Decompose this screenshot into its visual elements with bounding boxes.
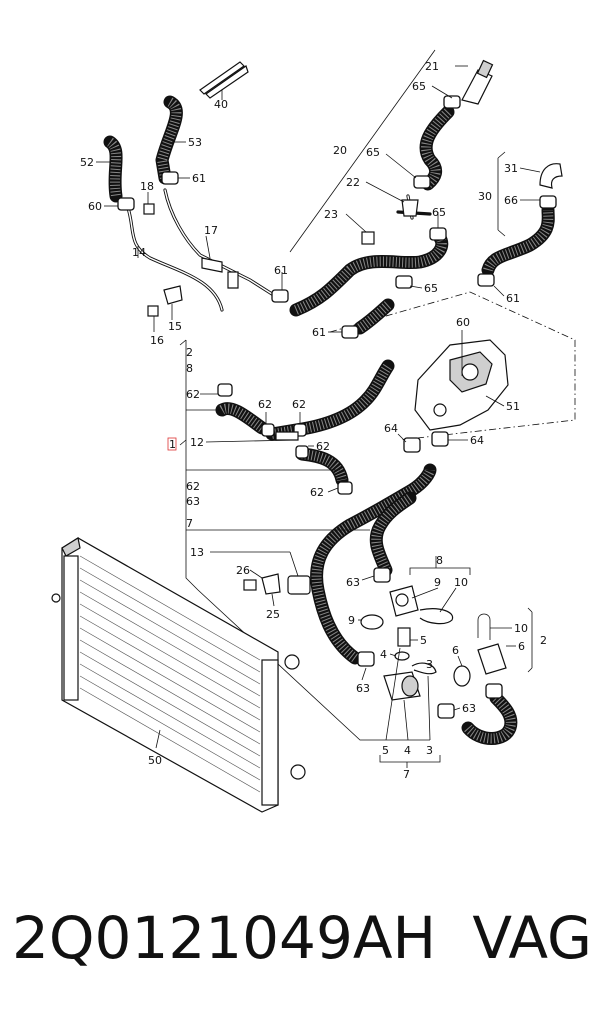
label-15: 15: [168, 320, 182, 333]
label-61: 61: [506, 292, 520, 305]
label-65: 65: [412, 80, 426, 93]
label-31: 31: [504, 162, 518, 175]
label-4: 4: [404, 744, 411, 757]
label-3: 3: [426, 744, 433, 757]
part-number: 2Q0121049AH: [12, 904, 437, 972]
label-62: 62: [258, 398, 272, 411]
label-5: 5: [420, 634, 427, 647]
label-53: 53: [188, 136, 202, 149]
label-17: 17: [204, 224, 218, 237]
label-3: 3: [426, 658, 433, 671]
leader-lines: [96, 65, 541, 749]
callout-labels: 1 2 8 62 12 62 63 7 13 40 53 61 52 18 60…: [80, 60, 547, 781]
label-12: 12: [190, 436, 204, 449]
brand-name: VAG: [472, 904, 592, 972]
label-22: 22: [346, 176, 360, 189]
label-64: 64: [384, 422, 398, 435]
label-26: 26: [236, 564, 250, 577]
cooling-system-exploded-diagram: 1 2 8 62 12 62 63 7 13 40 53 61 52 18 60…: [51, 49, 576, 813]
label-63: 63: [462, 702, 476, 715]
label-8: 8: [436, 554, 443, 567]
label-63: 63: [186, 495, 200, 508]
label-7: 7: [403, 768, 410, 781]
label-4: 4: [380, 648, 387, 661]
label-50: 50: [148, 754, 162, 767]
label-65: 65: [366, 146, 380, 159]
assembly-frames: [179, 49, 576, 768]
label-14: 14: [132, 246, 146, 259]
label-2: 2: [186, 346, 193, 359]
label-2: 2: [540, 634, 547, 647]
label-62: 62: [186, 480, 200, 493]
label-1: 1: [169, 438, 176, 451]
label-52: 52: [80, 156, 94, 169]
label-18: 18: [140, 180, 154, 193]
label-16: 16: [150, 334, 164, 347]
label-62: 62: [310, 486, 324, 499]
label-21: 21: [425, 60, 439, 73]
label-6: 6: [518, 640, 525, 653]
label-64: 64: [470, 434, 484, 447]
label-62: 62: [292, 398, 306, 411]
label-25: 25: [266, 608, 280, 621]
label-62: 62: [316, 440, 330, 453]
components: [117, 59, 563, 719]
label-61: 61: [274, 264, 288, 277]
label-60: 60: [88, 200, 102, 213]
label-66: 66: [504, 194, 518, 207]
label-5: 5: [382, 744, 389, 757]
label-7: 7: [186, 517, 193, 530]
label-10: 10: [454, 576, 468, 589]
label-61: 61: [312, 326, 326, 339]
label-60: 60: [456, 316, 470, 329]
radiator: [51, 537, 306, 813]
label-23: 23: [324, 208, 338, 221]
label-6: 6: [452, 644, 459, 657]
label-65: 65: [432, 206, 446, 219]
label-65: 65: [424, 282, 438, 295]
label-10: 10: [514, 622, 528, 635]
label-51: 51: [506, 400, 520, 413]
label-8: 8: [186, 362, 193, 375]
label-63: 63: [346, 576, 360, 589]
label-30: 30: [478, 190, 492, 203]
label-13: 13: [190, 546, 204, 559]
label-62: 62: [186, 388, 200, 401]
label-9: 9: [434, 576, 441, 589]
caption: 2Q0121049AH VAG: [12, 898, 592, 978]
label-63: 63: [356, 682, 370, 695]
label-61: 61: [192, 172, 206, 185]
label-20: 20: [333, 144, 347, 157]
hoses: [103, 95, 555, 745]
label-9: 9: [348, 614, 355, 627]
label-40: 40: [214, 98, 228, 111]
highlight-box: [167, 437, 177, 451]
